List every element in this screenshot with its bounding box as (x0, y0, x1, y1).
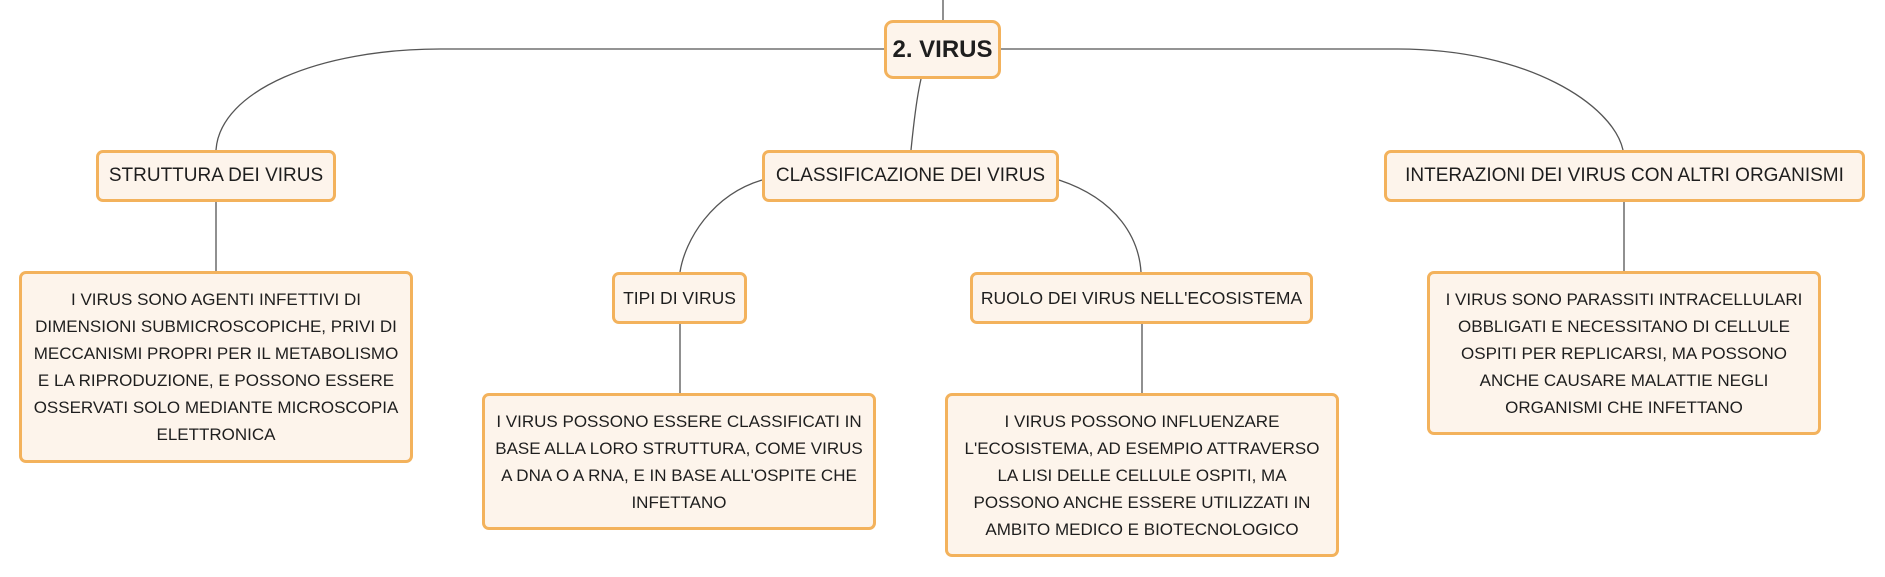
text-struttura: I VIRUS SONO AGENTI INFETTIVI DI DIMENSI… (19, 271, 413, 463)
root-label: 2. VIRUS (892, 35, 993, 63)
ruolo-description: I VIRUS POSSONO INFLUENZARE L'ECOSISTEMA… (964, 411, 1320, 539)
interazioni-label: INTERAZIONI DEI VIRUS CON ALTRI ORGANISM… (1405, 165, 1844, 186)
node-struttura[interactable]: STRUTTURA DEI VIRUS (96, 150, 336, 202)
tipi-label: TIPI DI VIRUS (623, 287, 736, 308)
connector-root-classificazione (910, 78, 922, 151)
tipi-description: I VIRUS POSSONO ESSERE CLASSIFICATI IN B… (495, 411, 863, 512)
text-interazioni: I VIRUS SONO PARASSITI INTRACELLULARI OB… (1427, 271, 1821, 435)
connector-classificazione-tipi (679, 179, 763, 273)
struttura-label: STRUTTURA DEI VIRUS (108, 165, 324, 186)
text-tipi: I VIRUS POSSONO ESSERE CLASSIFICATI IN B… (482, 393, 876, 530)
ruolo-label: RUOLO DEI VIRUS NELL'ECOSISTEMA (980, 287, 1303, 308)
node-interazioni[interactable]: INTERAZIONI DEI VIRUS CON ALTRI ORGANISM… (1384, 150, 1865, 202)
connector-root-interazioni (1001, 48, 1624, 151)
node-classificazione[interactable]: CLASSIFICAZIONE DEI VIRUS (762, 150, 1059, 202)
connector-root-struttura (215, 48, 884, 151)
connector-classificazione-ruolo (1058, 179, 1142, 273)
struttura-description: I VIRUS SONO AGENTI INFETTIVI DI DIMENSI… (33, 290, 399, 444)
root-node[interactable]: 2. VIRUS (884, 20, 1001, 79)
classificazione-label: CLASSIFICAZIONE DEI VIRUS (775, 165, 1046, 186)
node-ruolo[interactable]: RUOLO DEI VIRUS NELL'ECOSISTEMA (970, 272, 1313, 324)
text-ruolo: I VIRUS POSSONO INFLUENZARE L'ECOSISTEMA… (945, 393, 1339, 557)
interazioni-description: I VIRUS SONO PARASSITI INTRACELLULARI OB… (1445, 289, 1803, 417)
node-tipi[interactable]: TIPI DI VIRUS (612, 272, 747, 324)
